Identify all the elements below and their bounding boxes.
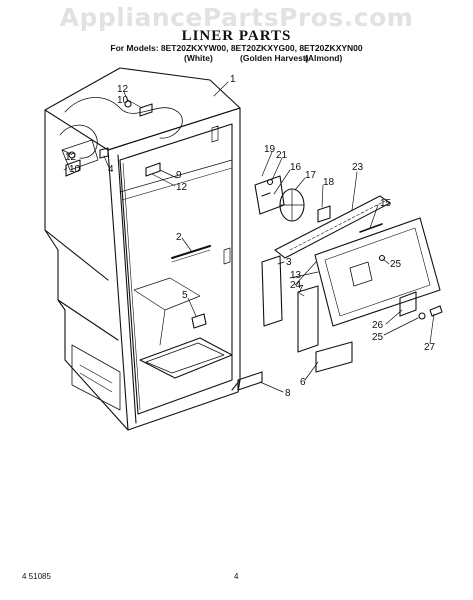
variant-almond: (Almond)	[305, 53, 343, 63]
panel-3	[261, 255, 283, 327]
wiring-harness	[64, 97, 183, 139]
screw-25-upper	[378, 254, 386, 262]
part-4	[99, 147, 109, 159]
callout-6: 6	[300, 377, 306, 388]
cover-vent	[349, 261, 373, 287]
liner-body	[44, 67, 241, 431]
drawer-line-1	[79, 364, 113, 384]
models-line: For Models: 8ET20ZKXYW00, 8ET20ZKXYG00, …	[110, 43, 363, 53]
callout-10-upper: 10	[117, 95, 129, 106]
frame-left-flange-inner	[122, 162, 141, 411]
callout-12-upper: 12	[117, 84, 129, 95]
clip-5	[191, 313, 207, 329]
callout-13: 13	[290, 270, 302, 281]
fan-blade-spokes	[279, 189, 305, 221]
callout-9: 9	[176, 170, 182, 181]
rear-slot-lower	[223, 247, 231, 265]
strip-8	[237, 371, 263, 391]
callout-19: 19	[264, 144, 276, 155]
fan-motor-19	[254, 175, 285, 215]
callout-3: 3	[286, 257, 292, 268]
footer-code: 4 51085	[22, 572, 51, 581]
frame-top	[107, 107, 241, 151]
drawer-line-2	[79, 372, 113, 393]
liner-lower-ledge	[57, 299, 119, 341]
evaporator-cover-24	[314, 217, 441, 327]
frame-left-flange	[117, 154, 137, 424]
variant-golden-harvest: (Golden Harvest)	[240, 53, 309, 63]
watermark: AppliancePartsPros.com	[59, 3, 414, 32]
rear-slot-upper	[211, 125, 219, 143]
screw-21	[266, 178, 274, 186]
evaporator-cover-inner	[324, 227, 431, 317]
rail-2	[171, 245, 211, 259]
screw-25-lower	[418, 312, 426, 320]
frame-outer	[107, 149, 241, 431]
callout-7: 7	[298, 284, 304, 295]
callout-16: 16	[290, 162, 302, 173]
callout-2: 2	[176, 232, 182, 243]
recess-edge	[159, 309, 166, 346]
callout-25-lower: 25	[372, 332, 384, 343]
bottom-drawer-outline	[71, 344, 121, 411]
rail-2-edge	[171, 249, 211, 263]
inner-wall-recess	[133, 277, 201, 311]
hinge-9	[145, 162, 161, 177]
callout-10-lower: 10	[69, 164, 81, 175]
air-duct-23	[274, 195, 391, 259]
crisper-floor-inner	[145, 342, 225, 374]
callout-27: 27	[424, 342, 436, 353]
clip-10-lower	[65, 159, 81, 177]
leader-lines	[61, 81, 435, 393]
frame-inner	[119, 123, 233, 415]
callouts: 1 12 10 12 10 4 9 12 2 5 19 21 16 17 18 …	[65, 74, 436, 399]
liner-top-face	[44, 67, 241, 151]
bracket-18	[317, 205, 331, 223]
callout-1: 1	[230, 74, 236, 85]
freezer-divider	[119, 159, 233, 193]
bracket-16	[261, 192, 271, 197]
callout-21: 21	[276, 150, 288, 161]
bracket-26	[399, 291, 417, 317]
callout-15: 15	[380, 198, 392, 209]
callout-24: 24	[290, 280, 302, 291]
wiring-clip-plate	[61, 139, 99, 171]
wiring-loop	[59, 124, 98, 159]
page-number: 4	[234, 572, 239, 581]
liner-small-parts	[65, 100, 211, 329]
liner-shelf-ledge	[44, 229, 109, 281]
callout-12-lower: 12	[65, 152, 77, 163]
callout-4: 4	[108, 164, 114, 175]
variant-white: (White)	[184, 53, 213, 63]
callout-25-upper: 25	[390, 259, 402, 270]
callout-18: 18	[323, 177, 335, 188]
panel-7	[297, 285, 319, 353]
callout-12-hinge: 12	[176, 182, 188, 193]
callout-23: 23	[352, 162, 364, 173]
liner-back-edge	[231, 107, 241, 391]
callout-8: 8	[285, 388, 291, 399]
air-duct-ribs	[289, 200, 386, 251]
spacer-15	[359, 223, 383, 233]
plug-27	[429, 305, 443, 317]
screw-12-lower	[68, 151, 76, 159]
callout-26: 26	[372, 320, 384, 331]
crisper-floor	[139, 337, 233, 379]
evaporator-cover-assembly	[254, 175, 441, 327]
page-title: LINER PARTS	[181, 28, 292, 44]
bracket-6	[315, 341, 353, 373]
freezer-divider-lip	[121, 167, 233, 201]
callout-17: 17	[305, 170, 317, 181]
loose-parts	[237, 255, 443, 391]
callout-5: 5	[182, 290, 188, 301]
clip-10-upper	[139, 103, 153, 117]
